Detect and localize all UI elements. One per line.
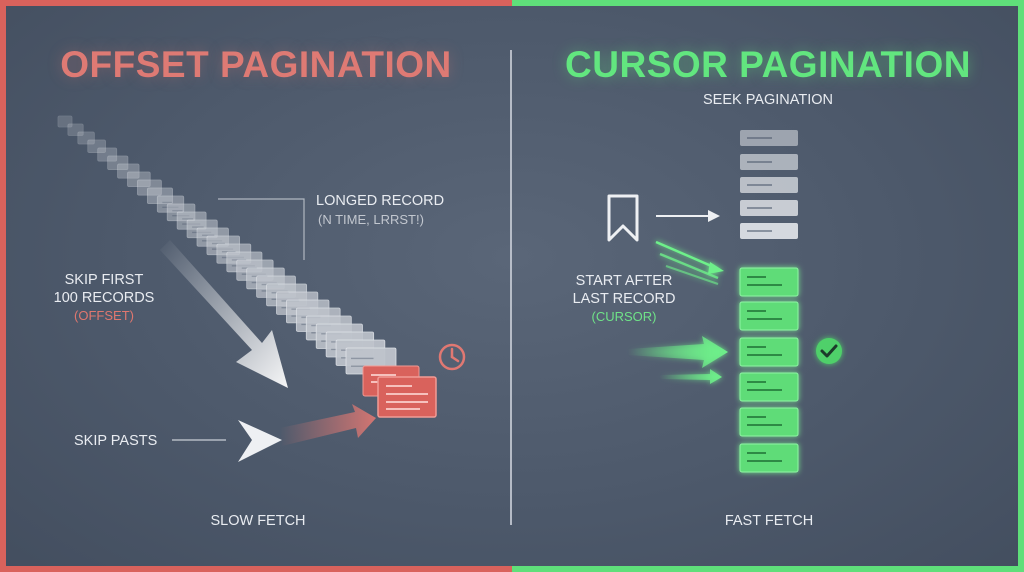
fetched-record <box>739 407 799 437</box>
fetched-record <box>739 267 799 297</box>
skip-label-line2: 100 RECORDS <box>53 290 155 306</box>
fetched-record <box>739 301 799 331</box>
start-label-line2: LAST RECORD <box>572 291 676 307</box>
stacked-record <box>67 123 84 136</box>
fetched-record <box>739 443 799 473</box>
seek-record <box>740 200 798 216</box>
seek-record <box>740 223 798 239</box>
red-trail-arrow <box>280 404 376 446</box>
start-label-tag: (CURSOR) <box>591 309 657 324</box>
cursor-panel <box>512 0 1024 572</box>
center-divider <box>510 50 512 525</box>
check-circle-icon <box>816 338 842 364</box>
seek-record <box>740 177 798 193</box>
stacked-record <box>77 131 95 145</box>
slow-record-2 <box>377 376 437 418</box>
skip-pasts-arrow <box>238 420 282 462</box>
cursor-record-stack <box>739 130 799 473</box>
bookmark-icon <box>607 194 639 242</box>
skip-arrow <box>160 240 288 388</box>
seek-record <box>740 154 798 170</box>
fast-fetch-label: FAST FETCH <box>724 513 814 529</box>
stacked-record <box>107 155 129 170</box>
stacked-record <box>87 139 106 153</box>
start-label: START AFTER LAST RECORD (CURSOR) <box>562 272 686 326</box>
slow-fetch-label: SLOW FETCH <box>210 513 306 529</box>
cursor-subtitle: SEEK PAGINATION <box>703 92 833 108</box>
stacked-record <box>117 163 140 179</box>
stacked-record <box>57 115 73 128</box>
fast-fetch-arrows <box>628 336 728 384</box>
stacked-record <box>127 171 151 188</box>
clock-icon <box>438 343 466 371</box>
record-label: LONGED RECORD <box>316 193 445 209</box>
stacked-record <box>137 179 162 196</box>
start-label-line1: START AFTER <box>575 273 673 289</box>
stacked-record <box>97 147 118 162</box>
cursor-title: CURSOR PAGINATION <box>565 44 971 85</box>
fetched-record <box>739 337 799 367</box>
skip-label: SKIP FIRST 100 RECORDS (OFFSET) <box>44 271 164 325</box>
skip-label-line1: SKIP FIRST <box>64 272 144 288</box>
fetched-record <box>739 372 799 402</box>
stacked-record <box>146 187 173 205</box>
skip-label-tag: (OFFSET) <box>74 308 134 323</box>
record-stack <box>57 115 397 375</box>
seek-record <box>740 130 798 146</box>
record-sublabel: (N TIME, LRRST!) <box>318 212 424 227</box>
skip-pasts-label: SKIP PASTS <box>74 433 158 449</box>
bookmark-pointer-arrow <box>656 210 720 222</box>
offset-panel <box>0 0 512 572</box>
cursor-seek-arrows <box>655 240 724 285</box>
record-label-connector <box>218 198 305 260</box>
offset-title: OFFSET PAGINATION <box>60 44 452 85</box>
